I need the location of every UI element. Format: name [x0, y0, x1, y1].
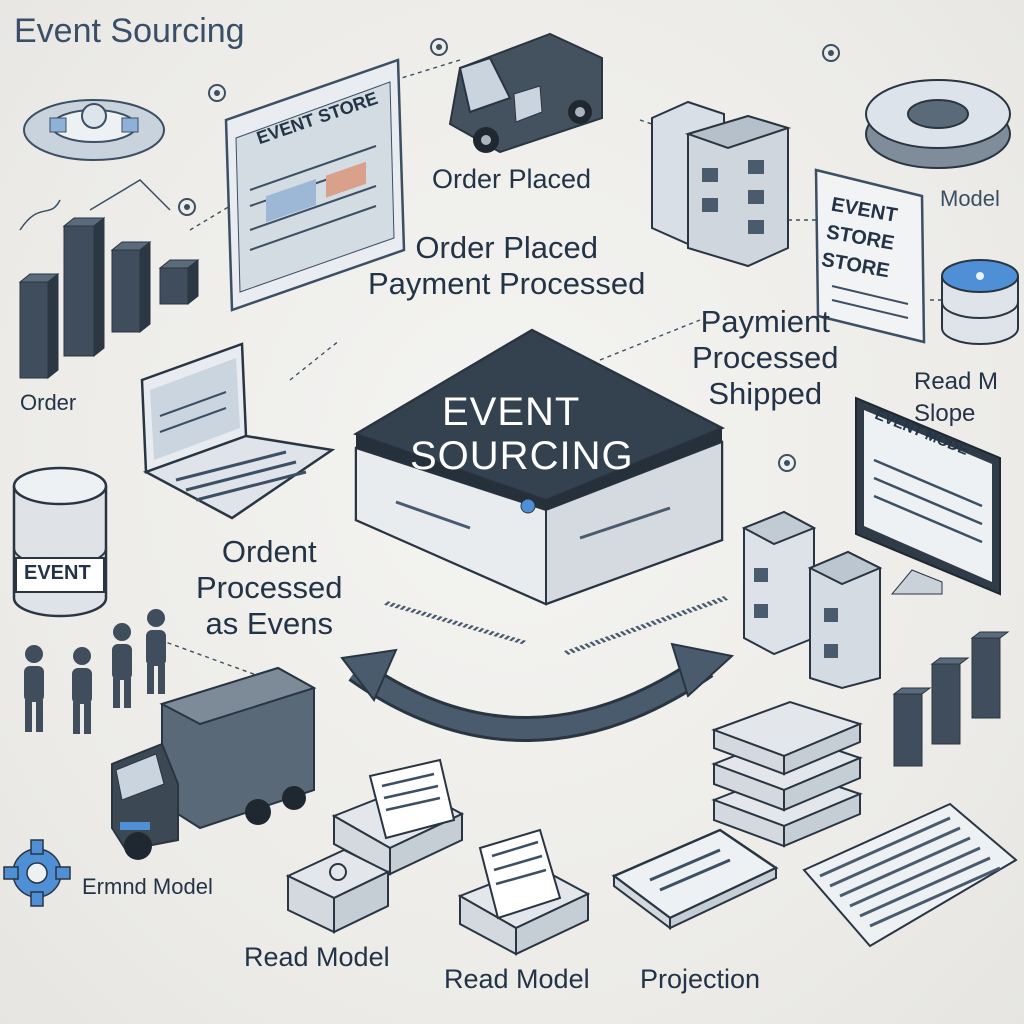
- center-title-line1: EVENT: [442, 390, 581, 434]
- server-cubes-icon: [651, 100, 792, 268]
- order-label-left: Order: [20, 390, 77, 415]
- small-gear-icon: [430, 38, 448, 56]
- read-model-label-2: Read Model: [444, 964, 590, 994]
- document-stack-icon-2: [457, 828, 591, 956]
- barrel-icon: [12, 466, 108, 618]
- storage-cubes-icon: [741, 510, 883, 690]
- event-store-sign: [814, 168, 926, 344]
- stacked-trays-icon: [711, 700, 863, 848]
- read-model-label-1: Read Model: [244, 942, 390, 972]
- bar-columns-icon: [18, 216, 200, 380]
- small-gear-icon: [822, 44, 840, 62]
- small-gear-icon: [778, 454, 796, 472]
- projection-label: Projection: [640, 964, 761, 994]
- projection-card-icon: [611, 828, 779, 930]
- read-label-right: Read M Slope: [914, 368, 999, 427]
- center-title-line2: SOURCING: [410, 434, 634, 478]
- disc-icon: [865, 79, 1011, 169]
- document-box-icon: [285, 848, 391, 934]
- monitor-icon: [855, 396, 1001, 596]
- striped-document-icon: [802, 802, 1018, 948]
- document-stack-icon: [331, 758, 465, 876]
- ring-icon: [23, 99, 165, 161]
- flow-arrow: [340, 642, 735, 742]
- database-icon: [941, 259, 1019, 345]
- event-sourcing-box: [353, 328, 725, 606]
- truck-icon: [111, 666, 317, 860]
- laptop-icon: [140, 342, 336, 520]
- gear-icon: [3, 839, 71, 907]
- barrel-label: EVENT: [24, 562, 91, 584]
- small-gear-icon: [208, 84, 226, 102]
- dashed-band: [384, 596, 729, 655]
- small-gear-icon: [178, 198, 196, 216]
- order-placed-label: Order Placed: [432, 164, 592, 194]
- people-icon: [24, 609, 166, 734]
- bar-columns-right: [892, 631, 1010, 767]
- payment-shipped-label: Paymient Processed Shipped: [692, 304, 839, 411]
- page-title: Event Sourcing: [14, 12, 245, 50]
- van-icon: [448, 32, 603, 154]
- ermnd-model-label: Ermnd Model: [82, 874, 213, 899]
- event-store-sign-label: EVENT STORE STORE: [819, 193, 899, 283]
- ordent-processed-label: Ordent Processed as Evens: [196, 534, 343, 641]
- model-label-right: Model: [940, 186, 1000, 211]
- order-placed-payment-label: Order Placed Payment Processed: [368, 230, 646, 301]
- event-store-panel: [224, 58, 406, 312]
